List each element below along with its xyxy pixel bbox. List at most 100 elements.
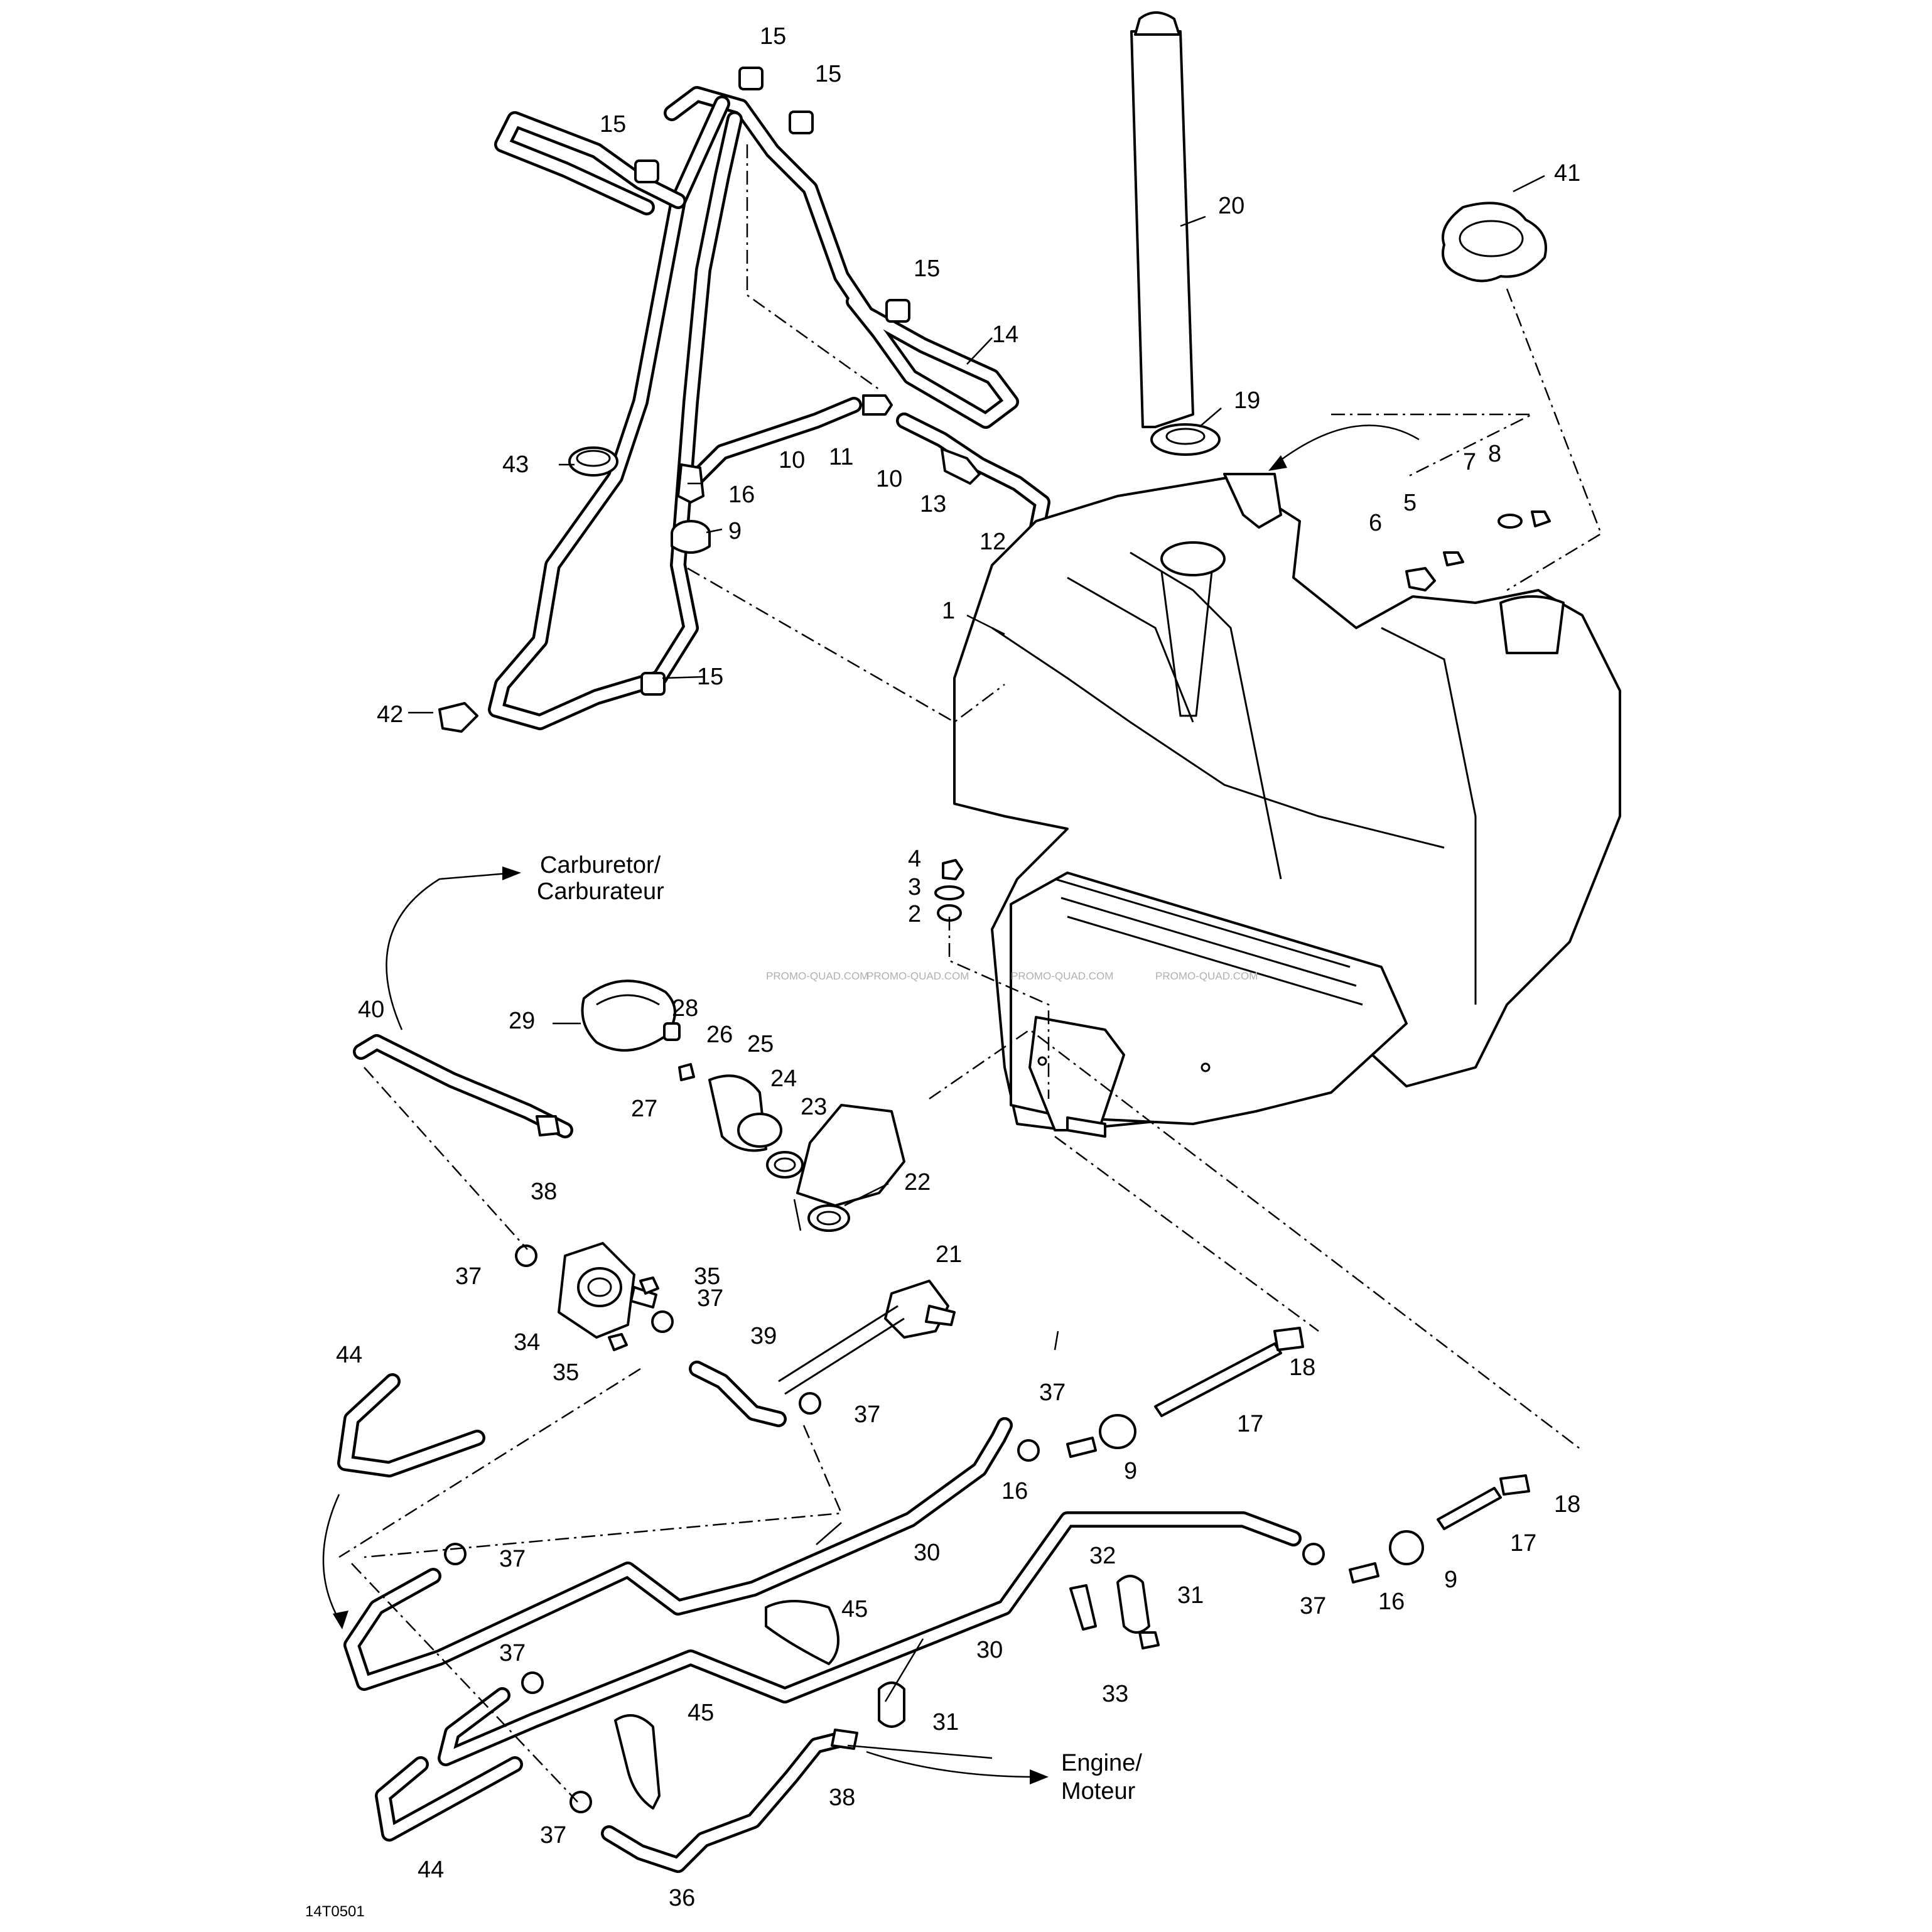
fuel-valve-21: [884, 1280, 956, 1339]
callout: 12: [979, 529, 1006, 555]
callout: 26: [706, 1022, 733, 1048]
callout: 37: [455, 1263, 482, 1290]
destination-notes: Carburetor/ Carburateur Engine/ Moteur: [537, 852, 1142, 1805]
callout: 37: [540, 1822, 566, 1848]
hose-39: [689, 1305, 905, 1427]
callout: 20: [1218, 193, 1244, 219]
callout: 27: [631, 1096, 657, 1122]
callout: 15: [697, 664, 723, 690]
callout: 22: [904, 1169, 931, 1195]
valve-cover-29: [581, 979, 676, 1052]
clamp-42: [438, 702, 478, 733]
callout: 19: [1234, 387, 1260, 414]
hose-30-upper: [343, 1417, 1013, 1691]
callout: 17: [1510, 1530, 1536, 1557]
callout: 40: [358, 996, 384, 1023]
callout: 33: [1102, 1681, 1128, 1707]
callout: 21: [936, 1241, 962, 1268]
callout: 7: [1463, 449, 1476, 475]
callout: 6: [1369, 510, 1382, 536]
callout: 14: [992, 321, 1018, 348]
callout: 31: [1177, 1582, 1204, 1609]
callout: 18: [1554, 1491, 1580, 1518]
carburetor-note-line2: Carburateur: [537, 878, 664, 905]
callout: 15: [914, 256, 940, 282]
callout: 37: [499, 1546, 526, 1572]
drawing-code: 14T0501: [305, 1903, 365, 1920]
callout: 10: [876, 466, 902, 492]
callout: 18: [1289, 1354, 1315, 1381]
callout: 43: [502, 451, 529, 478]
callout: 16: [728, 482, 755, 508]
grommet-19: [1150, 423, 1221, 456]
callouts: 1 2 3 4 5 6 7 8 9 9 9 10 10 11 12 13 14 …: [336, 23, 1580, 1911]
carburetor-note-line1: Carburetor/: [540, 852, 661, 878]
callout: 2: [908, 901, 921, 927]
callout: 10: [779, 447, 805, 473]
callout: 39: [750, 1323, 777, 1349]
callout: 25: [747, 1031, 774, 1057]
callout: 44: [336, 1342, 362, 1368]
callout: 5: [1403, 490, 1417, 516]
leader-lines: [408, 175, 1545, 1759]
callout: 41: [1554, 160, 1580, 186]
callout: 23: [801, 1094, 827, 1120]
callout: 15: [600, 111, 626, 138]
fuel-cap-41: [1442, 202, 1547, 283]
callout: 13: [920, 491, 946, 517]
hose-clips-15: [634, 67, 910, 696]
callout: 38: [531, 1179, 557, 1205]
callout: 29: [509, 1008, 535, 1034]
callout: 36: [669, 1885, 695, 1911]
fuel-lines-17-18: [1154, 1327, 1530, 1530]
callout: 1: [942, 598, 955, 624]
svg-text:PROMO-QUAD.COM: PROMO-QUAD.COM: [1155, 970, 1258, 982]
engine-note-line2: Moteur: [1061, 1778, 1136, 1805]
tank-mount-hardware: [934, 510, 1551, 922]
svg-text:PROMO-QUAD.COM: PROMO-QUAD.COM: [1011, 970, 1113, 982]
callout: 35: [553, 1359, 579, 1386]
clamps-31: [878, 1575, 1150, 1728]
tie-straps-45: [614, 1600, 839, 1810]
callout: 17: [1237, 1411, 1263, 1437]
hose-clamps-37: [444, 1244, 1325, 1813]
callout: 35: [694, 1263, 720, 1290]
callout: 30: [976, 1637, 1003, 1663]
callout: 37: [1039, 1379, 1066, 1406]
callout: 8: [1488, 441, 1501, 467]
fuel-pump-34: [558, 1242, 657, 1339]
callout: 32: [1089, 1543, 1116, 1569]
assembly-lines: [338, 144, 1602, 1803]
callout: 9: [1124, 1458, 1137, 1484]
callout: 3: [908, 874, 921, 900]
svg-text:PROMO-QUAD.COM: PROMO-QUAD.COM: [866, 970, 969, 982]
callout: 37: [1300, 1593, 1326, 1619]
flow-arrows: [322, 424, 1420, 1784]
svg-text:PROMO-QUAD.COM: PROMO-QUAD.COM: [766, 970, 868, 982]
callout: 11: [829, 444, 853, 470]
callout: 45: [688, 1700, 714, 1726]
callout: 38: [829, 1784, 855, 1811]
callout: 9: [728, 518, 742, 544]
callout: 28: [672, 995, 698, 1022]
callout: 30: [914, 1540, 940, 1566]
pump-screws-35: [608, 1276, 659, 1351]
callout: 4: [908, 846, 921, 872]
vent-hose-assembly: [488, 86, 1019, 730]
callout: 37: [854, 1401, 880, 1428]
callout: 31: [932, 1709, 959, 1735]
carburetor-hose-40: [353, 1034, 573, 1138]
hose-36: [601, 1731, 850, 1873]
callout: 16: [1378, 1589, 1405, 1615]
callout: 37: [499, 1640, 526, 1666]
callout: 9: [1444, 1567, 1457, 1593]
callout: 16: [1001, 1478, 1028, 1504]
hose-30-lower: [438, 1511, 1302, 1766]
callout: 34: [514, 1329, 540, 1356]
callout: 37: [697, 1285, 723, 1312]
callout: 45: [841, 1596, 868, 1622]
callout: 44: [418, 1857, 444, 1883]
callout: 42: [377, 701, 403, 728]
fuel-tank-1: [953, 473, 1621, 1138]
